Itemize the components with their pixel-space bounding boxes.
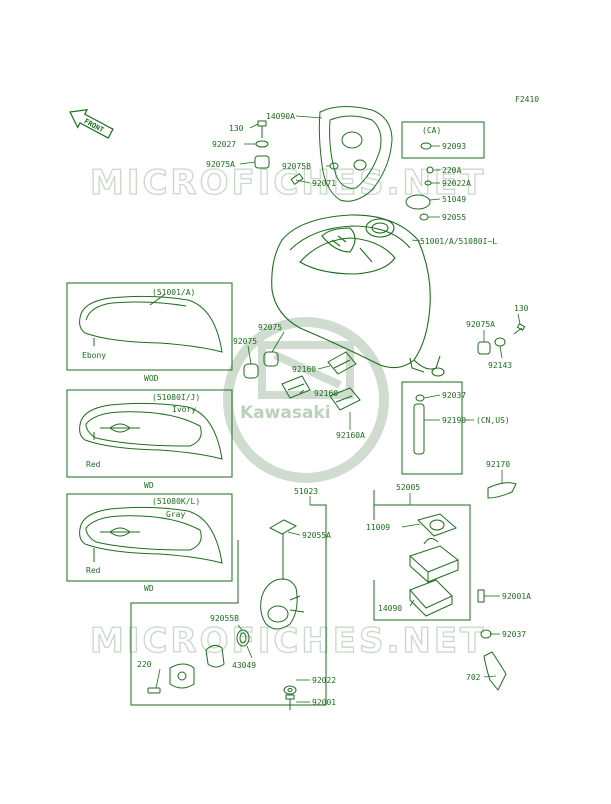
logo-ring (223, 317, 389, 483)
variant-2-color: Ivory (172, 405, 196, 414)
part-label-92022a: 92022A (442, 179, 471, 188)
part-label-702: 702 (466, 673, 481, 682)
fuel-tank-drawing (271, 214, 445, 377)
watermark-group: MICROFICHES.NET MICROFICHES.NET Kawasaki (89, 162, 486, 661)
logo-k-shape (258, 341, 354, 399)
part-label-92075a-top: 92075A (206, 160, 235, 169)
part-label-51001: 51001/A/51080I~L (420, 237, 497, 246)
variant-2-color-2: Red (86, 460, 101, 469)
part-label-92160-b: 92160 (314, 389, 338, 398)
part-label-92160-a: 92160 (292, 365, 316, 374)
fuel-pump-assembly-drawing (373, 490, 507, 691)
variant-2-code: (51080I/J) (152, 393, 200, 402)
leader-lines (155, 115, 521, 703)
part-label-92001a: 92001A (502, 592, 531, 601)
variant-box-3 (66, 493, 233, 582)
part-label-92055: 92055 (442, 213, 466, 222)
part-label-92022: 92022 (312, 676, 336, 685)
part-label-14090a: 14090A (266, 112, 295, 121)
watermark-top: MICROFICHES.NET (90, 163, 486, 203)
variant-3-color: Gray (166, 510, 185, 519)
part-label-92055b: 92055B (210, 614, 239, 623)
part-label-92170: 92170 (486, 460, 510, 469)
variant-1-note: WOD (144, 374, 159, 383)
part-label-92143: 92143 (488, 361, 512, 370)
variant-3-code: (51080K/L) (152, 497, 200, 506)
part-label-92075-a: 92075 (258, 323, 282, 332)
part-label-51049: 51049 (442, 195, 466, 204)
variant-1-color: Ebony (82, 351, 106, 360)
front-label: FRONT (83, 117, 105, 134)
variant-box-1 (66, 282, 233, 371)
part-label-11009: 11009 (366, 523, 390, 532)
variant-3-color-2: Red (86, 566, 101, 575)
watermark-bottom: MICROFICHES.NET (90, 621, 486, 661)
mid-parts-drawing (243, 323, 526, 499)
part-label-92190: 92190 (442, 416, 466, 425)
variant-box-2 (66, 389, 233, 478)
part-label-43049: 43049 (232, 661, 256, 670)
part-label-52005: 52005 (396, 483, 420, 492)
part-label-92071: 92071 (312, 179, 336, 188)
part-label-14090: 14090 (378, 604, 402, 613)
part-labels: 130 92027 92075A 14090A 92075B 92071 (CA… (137, 112, 531, 707)
variant-3-note: WD (144, 584, 154, 593)
part-label-92160a: 92160A (336, 431, 365, 440)
part-label-92001: 92001 (312, 698, 336, 707)
part-label-92055a: 92055A (302, 531, 331, 540)
part-label-92037-mid: 92037 (442, 391, 466, 400)
part-label-220a: 220A (442, 166, 461, 175)
part-label-92037-bottom: 92037 (502, 630, 526, 639)
part-label-92027: 92027 (212, 140, 236, 149)
front-arrow-icon: FRONT (69, 108, 114, 139)
part-label-cn-us: (CN,US) (476, 416, 510, 425)
part-label-130-top: 130 (229, 124, 244, 133)
logo-text: Kawasaki (240, 403, 331, 423)
part-label-92075a-right: 92075A (466, 320, 495, 329)
part-label-92075b: 92075B (282, 162, 311, 171)
part-label-92093: 92093 (442, 142, 466, 151)
variant-2-note: WD (144, 481, 154, 490)
part-label-ca: (CA) (422, 126, 441, 135)
petcock-assembly-drawing (130, 504, 327, 710)
part-label-130-right: 130 (514, 304, 529, 313)
variant-1-code: (51001/A) (152, 288, 195, 297)
part-label-51023: 51023 (294, 487, 318, 496)
diagram-code: F2410 (515, 95, 539, 104)
part-label-92075-b: 92075 (233, 337, 257, 346)
part-label-220: 220 (137, 660, 152, 669)
